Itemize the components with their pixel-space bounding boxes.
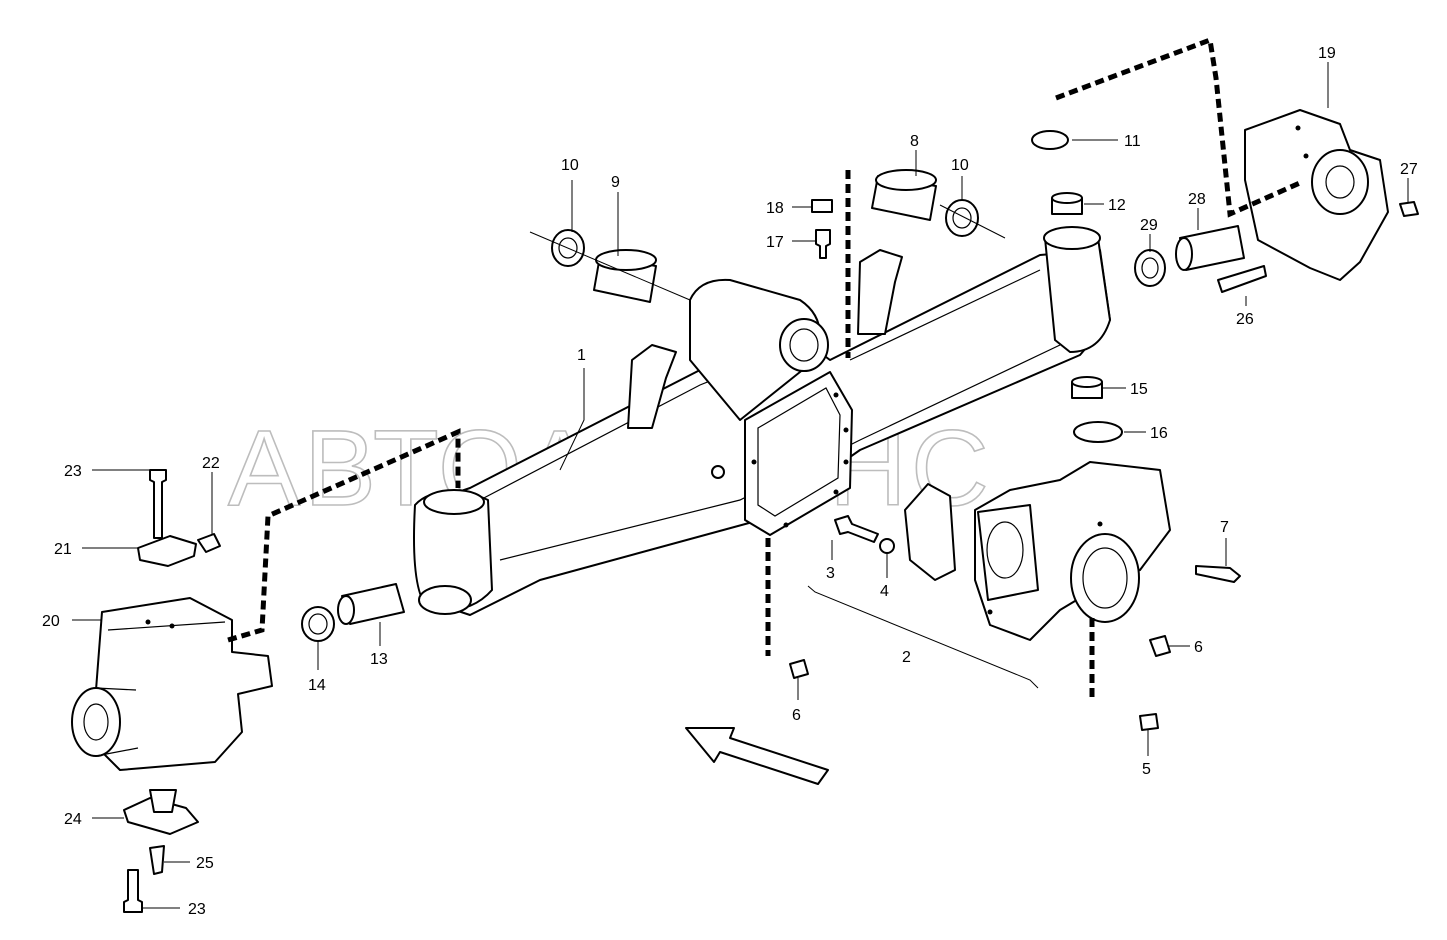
steering-knuckle-right: [1244, 109, 1389, 281]
lower-bearing-plate: [123, 797, 199, 835]
bolt-upper: [149, 469, 167, 539]
bolt-lower: [123, 869, 143, 913]
plug-6-right: [1149, 635, 1171, 657]
lower-pivot: [149, 789, 177, 813]
callout-16: 16: [1150, 425, 1168, 442]
pin-5: [1139, 713, 1159, 731]
plug-6-left: [789, 659, 809, 679]
washer-11: [1031, 130, 1069, 150]
grease-nipple-lower: [149, 845, 165, 875]
callout-15: 15: [1130, 381, 1148, 398]
callout-9: 9: [611, 174, 620, 191]
callout-4: 4: [880, 583, 889, 600]
washer-4: [879, 538, 895, 554]
seal-29: [1134, 249, 1166, 287]
callout-5: 5: [1142, 761, 1151, 778]
callout-6-left: 6: [792, 707, 801, 724]
direction-arrow: [685, 727, 829, 785]
callout-8: 8: [910, 133, 919, 150]
steering-knuckle-left: [71, 597, 273, 771]
callout-17: 17: [766, 234, 784, 251]
callout-29: 29: [1140, 217, 1158, 234]
group-2-bracket: [807, 585, 1039, 689]
clamp-bracket: [904, 483, 956, 581]
callout-22: 22: [202, 455, 220, 472]
bolt-7: [1195, 565, 1241, 583]
callout-13: 13: [370, 651, 388, 668]
washer-16: [1073, 421, 1123, 443]
callout-2: 2: [902, 649, 911, 666]
callout-14: 14: [308, 677, 326, 694]
callout-20: 20: [42, 613, 60, 630]
callout-19: 19: [1318, 45, 1336, 62]
plug-18: [811, 199, 833, 213]
callout-28: 28: [1188, 191, 1206, 208]
bushing-12: [1051, 192, 1083, 215]
bolt-3: [834, 515, 879, 543]
bolt-26: [1217, 265, 1267, 293]
callout-25: 25: [196, 855, 214, 872]
nut-27: [1399, 201, 1419, 217]
axle-beam: [413, 226, 1111, 616]
bushing-13: [337, 583, 405, 625]
callout-7: 7: [1220, 519, 1229, 536]
callout-21: 21: [54, 541, 72, 558]
callout-6-right: 6: [1194, 639, 1203, 656]
bushing-8: [871, 169, 937, 221]
fitting-17: [815, 229, 831, 259]
assembly-dashed-lines: [227, 36, 1304, 700]
callout-27: 27: [1400, 161, 1418, 178]
callout-10-right: 10: [951, 157, 969, 174]
callout-23-upper: 23: [64, 463, 82, 480]
leader-lines: [72, 62, 1409, 909]
callout-3: 3: [826, 565, 835, 582]
callout-26: 26: [1236, 311, 1254, 328]
callout-10-left: 10: [561, 157, 579, 174]
bushing-28: [1175, 225, 1245, 271]
grease-nipple-upper: [197, 533, 221, 553]
seal-14: [301, 606, 335, 642]
callout-12: 12: [1108, 197, 1126, 214]
bushing-9: [593, 249, 657, 303]
hub-carrier: [974, 461, 1171, 641]
callout-labels: 1 2 3 4 5 6 6 7 8 9 10 10 11 12 13 14 15…: [42, 45, 1418, 918]
callout-1: 1: [577, 347, 586, 364]
bushing-15: [1071, 376, 1103, 399]
callout-18: 18: [766, 200, 784, 217]
callout-11: 11: [1124, 133, 1141, 150]
callout-24: 24: [64, 811, 82, 828]
callout-23-lower: 23: [188, 901, 206, 918]
steering-arm: [137, 535, 197, 567]
seal-10-right: [945, 199, 979, 237]
